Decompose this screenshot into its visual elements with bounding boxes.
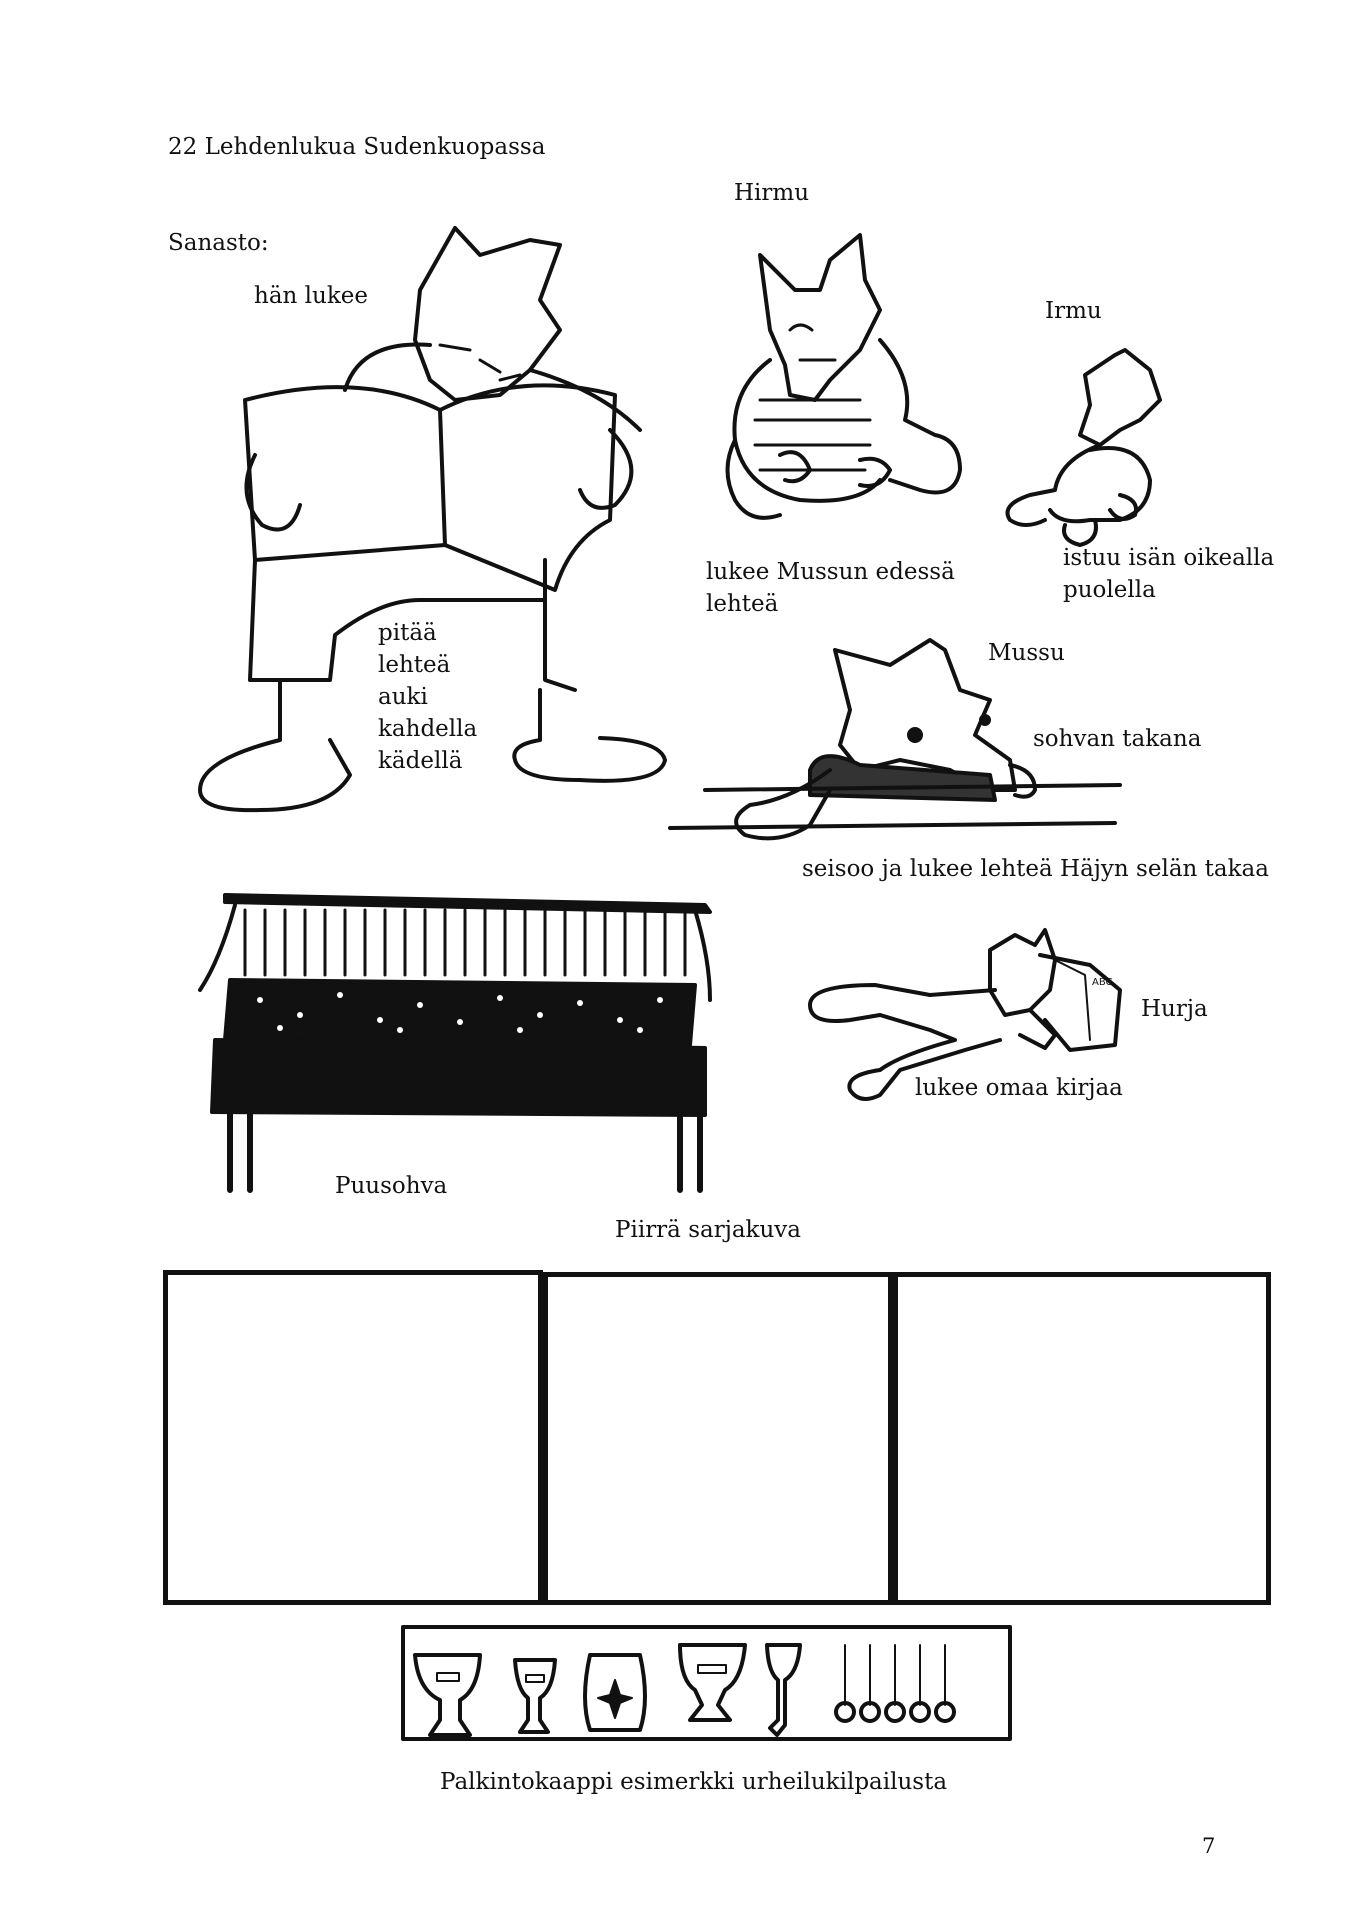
mussu-drawing (668, 638, 1122, 841)
caption-hirmu: lukee Mussun edessä lehteä (706, 559, 955, 617)
hirmu-drawing (725, 233, 962, 520)
instruction-piirra: Piirrä sarjakuva (615, 1217, 802, 1243)
label-puusohva: Puusohva (335, 1173, 448, 1199)
caption-palkintokaappi: Palkintokaappi esimerkki urheilukilpailu… (440, 1769, 948, 1795)
sofa-drawing (198, 893, 712, 1193)
label-mussu: Mussu (988, 640, 1065, 666)
comic-panel-1[interactable] (163, 1270, 543, 1605)
label-hurja: Hurja (1141, 996, 1208, 1022)
father-wolf-drawing (198, 226, 667, 813)
label-irmu: Irmu (1045, 298, 1102, 324)
irmu-drawing (1005, 348, 1162, 547)
caption-oma-kirja: lukee omaa kirjaa (915, 1075, 1123, 1101)
comic-panel-3[interactable] (893, 1272, 1271, 1605)
hurja-drawing: ABC (808, 928, 1122, 1101)
caption-seisoo: seisoo ja lukee lehteä Häjyn selän takaa (802, 856, 1269, 882)
caption-pitaa: pitää lehteä auki kahdella kädellä (378, 620, 478, 774)
caption-sohvan-takana: sohvan takana (1033, 726, 1202, 752)
svg-text:ABC: ABC (1092, 977, 1113, 988)
trophy-cabinet-drawing (401, 1625, 1012, 1741)
vocab-heading: Sanasto: (168, 230, 269, 256)
caption-irmu: istuu isän oikealla puolella (1063, 545, 1275, 603)
page-title: 22 Lehdenlukua Sudenkuopassa (168, 134, 546, 160)
label-hirmu: Hirmu (734, 180, 810, 206)
page-number: 7 (1202, 1834, 1216, 1858)
comic-panel-2[interactable] (543, 1272, 893, 1605)
label-han-lukee: hän lukee (254, 283, 368, 309)
